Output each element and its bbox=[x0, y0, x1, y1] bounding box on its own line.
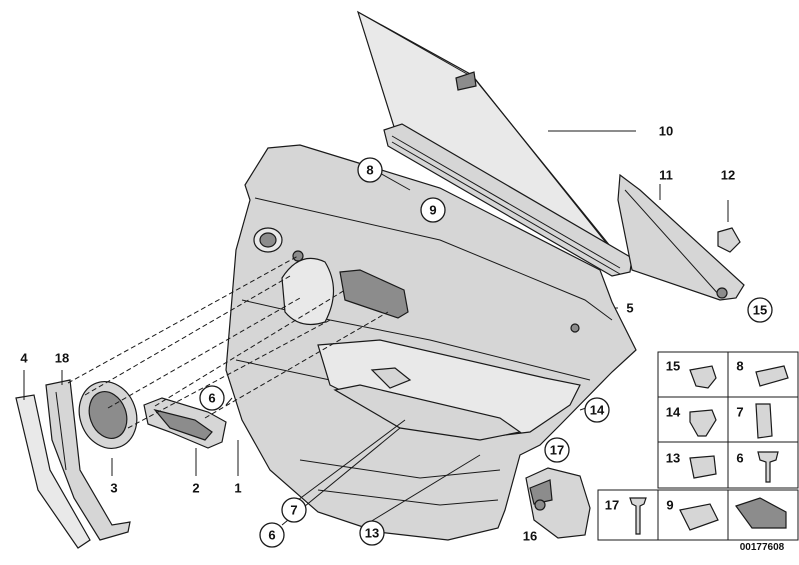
legend-label-13: 13 bbox=[666, 451, 680, 466]
circled-label-6-upper: 6 bbox=[199, 385, 225, 411]
clip-7-sketch bbox=[755, 403, 773, 439]
leader-lines bbox=[23, 171, 661, 526]
svg-text:8: 8 bbox=[366, 163, 373, 178]
label-12: 12 bbox=[721, 168, 735, 183]
legend-label-14: 14 bbox=[666, 405, 681, 420]
trim-strip-part bbox=[617, 173, 745, 301]
pillar-trim-part bbox=[15, 379, 131, 549]
svg-text:9: 9 bbox=[429, 203, 436, 218]
clip-15-sketch bbox=[689, 365, 717, 389]
svg-text:7: 7 bbox=[290, 503, 297, 518]
speaker-ring-part bbox=[78, 381, 138, 449]
circled-label-8: 8 bbox=[357, 157, 383, 183]
clip-13-sketch bbox=[689, 455, 717, 479]
legend-label-6: 6 bbox=[736, 451, 743, 466]
label-11: 11 bbox=[659, 168, 673, 183]
circled-label-7: 7 bbox=[281, 497, 307, 523]
svg-text:17: 17 bbox=[550, 443, 564, 458]
svg-text:15: 15 bbox=[753, 303, 767, 318]
legend-label-17: 17 bbox=[605, 498, 619, 513]
label-16: 16 bbox=[523, 529, 537, 544]
clip-9-sketch bbox=[679, 503, 719, 531]
screw-6-sketch bbox=[757, 451, 779, 483]
circled-label-9: 9 bbox=[420, 197, 446, 223]
label-5: 5 bbox=[626, 301, 633, 316]
direction-arrow-icon bbox=[735, 497, 787, 529]
clip-14-sketch bbox=[689, 409, 717, 437]
circled-label-6-lower: 6 bbox=[259, 522, 285, 548]
clip-8-sketch bbox=[755, 365, 789, 387]
explosion-lines bbox=[67, 255, 389, 429]
legend-label-15: 15 bbox=[666, 359, 680, 374]
circled-label-15-main: 15 bbox=[747, 297, 773, 323]
label-1: 1 bbox=[234, 481, 241, 496]
door-trim-panel bbox=[225, 144, 637, 541]
circled-label-13: 13 bbox=[359, 520, 385, 546]
svg-text:13: 13 bbox=[365, 526, 379, 541]
svg-text:6: 6 bbox=[208, 391, 215, 406]
label-3: 3 bbox=[110, 481, 117, 496]
screw-17-sketch bbox=[629, 497, 647, 535]
reference-number: 00177608 bbox=[740, 542, 785, 553]
svg-text:6: 6 bbox=[268, 528, 275, 543]
label-4: 4 bbox=[20, 351, 28, 366]
legend-label-8: 8 bbox=[736, 359, 743, 374]
bracket-part bbox=[525, 467, 591, 539]
label-10: 10 bbox=[659, 124, 673, 139]
fastener-legend: 15 8 14 7 13 6 17 9 bbox=[597, 351, 799, 541]
circled-label-14: 14 bbox=[584, 397, 610, 423]
svg-text:14: 14 bbox=[590, 403, 605, 418]
sunblind-part bbox=[356, 10, 636, 277]
label-2: 2 bbox=[192, 481, 199, 496]
label-18: 18 bbox=[55, 351, 69, 366]
legend-label-9: 9 bbox=[666, 498, 673, 513]
door-handle-part bbox=[143, 397, 227, 449]
legend-label-7: 7 bbox=[736, 405, 743, 420]
circled-label-17: 17 bbox=[544, 437, 570, 463]
clip-part-12 bbox=[717, 200, 741, 253]
